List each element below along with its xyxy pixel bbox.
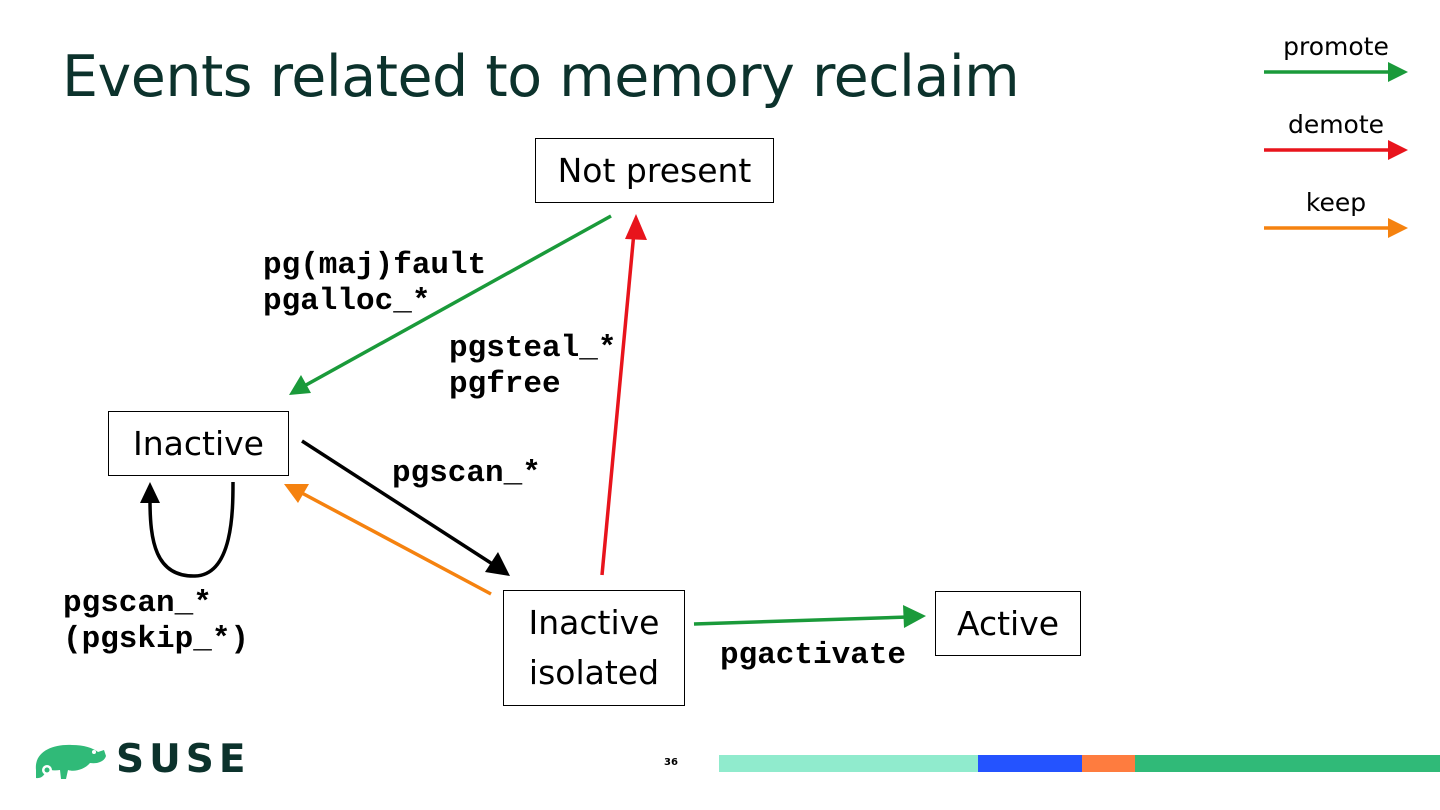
arrow-keep-back (284, 484, 492, 596)
event-label-activate: pgactivate (720, 638, 907, 673)
footer-stripe-blue (978, 755, 1082, 772)
arrow-fault-promote (289, 214, 612, 395)
legend-keep-arrow (1264, 218, 1408, 238)
state-inactive-isolated: Inactive isolated (503, 590, 685, 706)
state-inactive-isolated-line1: Inactive (528, 603, 660, 642)
footer-stripe-mint (719, 755, 978, 772)
arrow-scan (301, 439, 510, 576)
arrow-self-loop (140, 481, 235, 578)
legend-demote-label: demote (1287, 110, 1385, 139)
event-label-self-loop-line1: pgscan_* (63, 586, 212, 621)
footer-stripe-green (1135, 755, 1440, 772)
state-not-present-label: Not present (557, 150, 752, 190)
arrow-activate-promote (693, 605, 926, 628)
event-label-steal-line2: pgfree (449, 367, 561, 402)
suse-logo-text: SUSE (116, 737, 251, 782)
state-active: Active (935, 591, 1081, 656)
page-number: 36 (664, 757, 678, 768)
state-inactive-isolated-line2: isolated (528, 653, 660, 692)
state-inactive: Inactive (108, 411, 289, 476)
event-label-steal: pgsteal_* pgfree (449, 331, 616, 403)
footer-stripe-orange (1082, 755, 1135, 772)
legend-keep-label: keep (1305, 188, 1367, 217)
event-label-fault-line1: pg(maj)fault (263, 248, 487, 283)
arrow-steal-demote (600, 214, 647, 576)
event-label-self-loop-line2: (pgskip_*) (63, 622, 250, 657)
event-label-steal-line1: pgsteal_* (449, 331, 617, 366)
suse-chameleon-logo (35, 744, 106, 779)
legend-promote-arrow (1264, 62, 1408, 82)
event-label-self-loop: pgscan_* (pgskip_*) (63, 586, 249, 658)
state-inactive-label: Inactive (133, 423, 264, 463)
state-active-label: Active (956, 603, 1060, 643)
legend-demote-arrow (1264, 140, 1408, 160)
legend-promote-label: promote (1283, 32, 1389, 61)
event-label-scan: pgscan_* (392, 456, 541, 491)
event-label-fault: pg(maj)fault pgalloc_* (263, 248, 486, 320)
event-label-fault-line2: pgalloc_* (263, 284, 431, 319)
slide-title: Events related to memory reclaim (62, 44, 1020, 110)
state-not-present: Not present (535, 138, 774, 203)
